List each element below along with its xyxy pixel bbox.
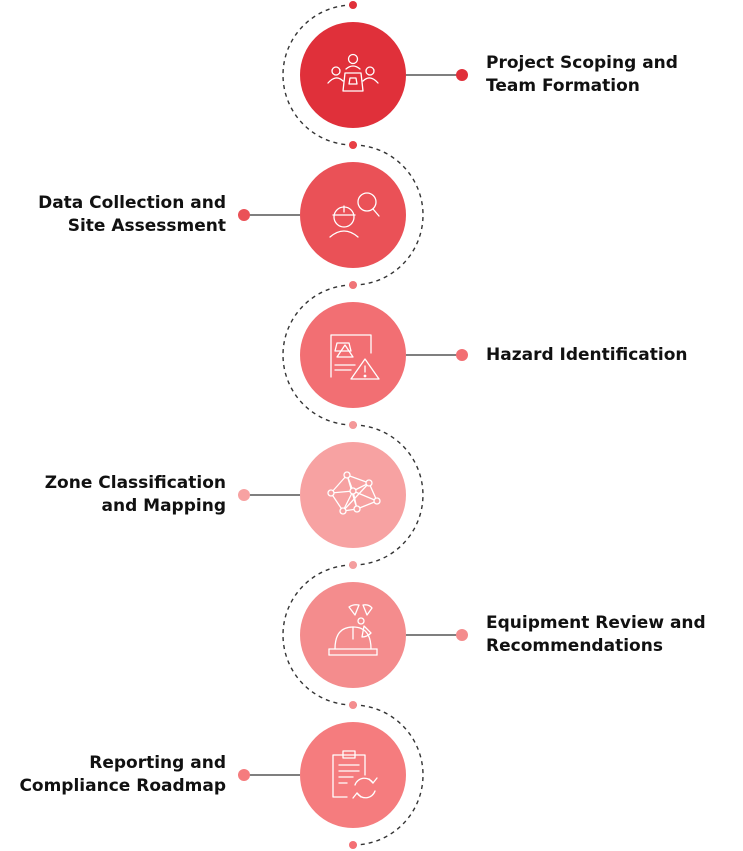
dashed-connector-arc: [282, 564, 354, 706]
dashed-connector-arc: [352, 424, 424, 566]
spine-dot: [349, 1, 357, 9]
dashed-connector-arc: [282, 4, 354, 146]
spine-dot: [349, 141, 357, 149]
dashed-connector-arc: [352, 144, 424, 286]
spine-dot: [349, 561, 357, 569]
step-node: [300, 582, 468, 688]
spine-dot: [349, 701, 357, 709]
inspector-search-icon: [329, 192, 380, 238]
step-node: [238, 442, 406, 548]
clipboard-refresh-icon: [332, 750, 378, 799]
step-circle: [300, 302, 406, 408]
step-label-line: Recommendations: [486, 636, 663, 656]
step-label-line: Site Assessment: [67, 216, 226, 236]
step-label: Hazard Identification: [486, 344, 688, 367]
step-node: [238, 722, 406, 828]
step-label-line: Data Collection and: [38, 193, 226, 213]
dashed-connector-arc: [352, 704, 424, 846]
label-connector-dot: [238, 209, 250, 221]
step-circle: [300, 22, 406, 128]
step-node: [300, 22, 468, 128]
network-map-icon: [327, 471, 381, 515]
step-circle: [300, 722, 406, 828]
label-connector-dot: [238, 489, 250, 501]
hazard-warning-icon: [330, 334, 380, 380]
spine-dot: [349, 421, 357, 429]
label-connector-dot: [238, 769, 250, 781]
step-label-line: Project Scoping and: [486, 53, 678, 73]
step-label-line: and Mapping: [101, 496, 227, 516]
label-connector-dot: [456, 349, 468, 361]
step-label-line: Team Formation: [486, 76, 640, 96]
spine-dot: [349, 841, 357, 849]
step-label-line: Compliance Roadmap: [19, 776, 226, 796]
step-label-line: Hazard Identification: [486, 344, 688, 365]
step-label-line: Reporting and: [89, 753, 226, 773]
step-label-line: Zone Classification: [44, 473, 226, 493]
team-meeting-icon: [327, 53, 379, 92]
step-node: [300, 302, 468, 408]
label-connector-dot: [456, 69, 468, 81]
dashed-connector-arc: [282, 284, 354, 426]
step-label: Zone Classification and Mapping: [45, 472, 226, 518]
label-connector-dot: [456, 629, 468, 641]
step-label-line: Equipment Review and: [486, 613, 706, 633]
step-node: [238, 162, 406, 268]
spine-dot: [349, 281, 357, 289]
radiation-helmet-icon: [328, 604, 378, 656]
